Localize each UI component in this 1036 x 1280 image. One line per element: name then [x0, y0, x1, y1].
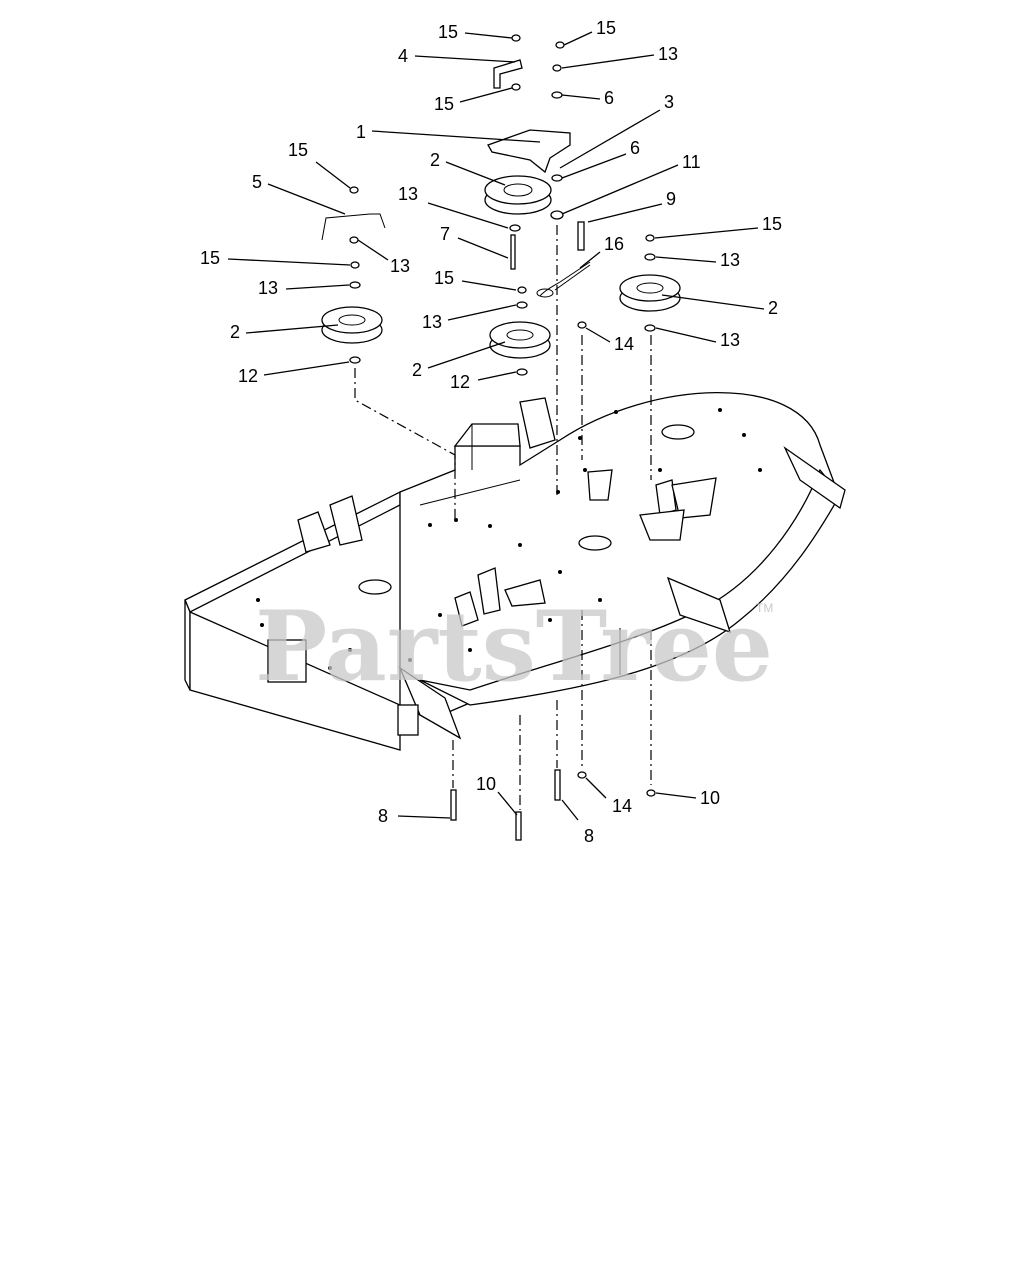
- callout-7: 7: [440, 224, 509, 259]
- svg-text:12: 12: [238, 366, 258, 386]
- idler-arm-bracket: [487, 129, 571, 174]
- svg-text:12: 12: [450, 372, 470, 392]
- callout-10: 10: [476, 774, 518, 816]
- callout-11: 11: [561, 152, 701, 215]
- svg-text:2: 2: [430, 150, 440, 170]
- callout-6: 6: [561, 88, 614, 108]
- assembly-centerlines: [354, 225, 652, 810]
- callout-6: 6: [561, 138, 640, 179]
- svg-text:11: 11: [682, 152, 701, 172]
- watermark-trademark: TM: [756, 601, 773, 615]
- callout-12: 12: [450, 371, 517, 392]
- svg-text:15: 15: [434, 94, 454, 114]
- callout-14: 14: [585, 327, 634, 354]
- callout-16: 16: [579, 234, 624, 269]
- callout-15: 15: [200, 248, 351, 268]
- svg-text:14: 14: [614, 334, 634, 354]
- svg-text:2: 2: [412, 360, 422, 380]
- svg-text:7: 7: [440, 224, 450, 244]
- svg-text:8: 8: [378, 806, 388, 826]
- callout-15: 15: [654, 214, 782, 239]
- idler-pulley-left: [321, 306, 383, 344]
- svg-text:13: 13: [398, 184, 418, 204]
- svg-text:6: 6: [630, 138, 640, 158]
- svg-text:15: 15: [596, 18, 616, 38]
- svg-text:15: 15: [438, 22, 458, 42]
- callout-13: 13: [422, 304, 517, 332]
- callout-2: 2: [430, 150, 506, 186]
- svg-text:6: 6: [604, 88, 614, 108]
- mower-deck-housing: [184, 392, 846, 751]
- callout-13: 13: [655, 327, 740, 350]
- watermark: PartsTree TM: [255, 590, 773, 703]
- callout-10: 10: [655, 788, 720, 808]
- svg-text:3: 3: [664, 92, 674, 112]
- svg-text:13: 13: [390, 256, 410, 276]
- callout-14: 14: [585, 777, 632, 816]
- callout-4: 4: [398, 46, 516, 66]
- svg-text:8: 8: [584, 826, 594, 846]
- bolt-parts: [450, 221, 585, 841]
- callout-2: 2: [230, 322, 339, 342]
- svg-text:2: 2: [768, 298, 778, 318]
- callout-15: 15: [563, 18, 616, 46]
- callout-13: 13: [258, 278, 350, 298]
- callout-8: 8: [378, 806, 451, 826]
- watermark-text: PartsTree: [255, 590, 773, 703]
- svg-text:15: 15: [762, 214, 782, 234]
- callout-13: 13: [398, 184, 509, 229]
- callout-5: 5: [252, 172, 346, 215]
- svg-text:14: 14: [612, 796, 632, 816]
- svg-text:10: 10: [700, 788, 720, 808]
- callout-15: 15: [288, 140, 351, 189]
- callout-3: 3: [559, 92, 674, 169]
- svg-text:13: 13: [720, 330, 740, 350]
- svg-text:2: 2: [230, 322, 240, 342]
- svg-text:9: 9: [666, 189, 676, 209]
- callout-12: 12: [238, 361, 350, 386]
- callout-8: 8: [561, 799, 594, 846]
- idler-pulley-center-low: [489, 321, 551, 359]
- pivot-pin-left: [321, 213, 386, 241]
- callout-15: 15: [434, 87, 513, 114]
- svg-text:15: 15: [288, 140, 308, 160]
- svg-text:13: 13: [658, 44, 678, 64]
- callout-15: 15: [438, 22, 513, 42]
- deck-arm-brackets: [297, 397, 717, 627]
- svg-text:13: 13: [720, 250, 740, 270]
- svg-text:4: 4: [398, 46, 408, 66]
- callouts: 15 15 4 13 15 6 3 1 6 15 2 11 5 9 13 15 …: [200, 18, 782, 846]
- pivot-pin-top: [493, 59, 523, 89]
- svg-text:13: 13: [422, 312, 442, 332]
- svg-text:15: 15: [434, 268, 454, 288]
- washer-and-nut-parts: [349, 34, 656, 797]
- callout-1: 1: [356, 122, 541, 143]
- idler-pulley-right: [619, 274, 681, 312]
- svg-text:1: 1: [356, 122, 366, 142]
- svg-text:15: 15: [200, 248, 220, 268]
- svg-text:10: 10: [476, 774, 496, 794]
- callout-15: 15: [434, 268, 517, 291]
- callout-13: 13: [357, 239, 410, 276]
- svg-text:16: 16: [604, 234, 624, 254]
- svg-text:5: 5: [252, 172, 262, 192]
- callout-13: 13: [655, 250, 740, 270]
- svg-text:13: 13: [258, 278, 278, 298]
- deck-mounting-holes: [256, 408, 762, 670]
- callout-9: 9: [587, 189, 676, 223]
- callout-2: 2: [412, 341, 506, 380]
- callout-13: 13: [561, 44, 678, 69]
- callout-2: 2: [661, 294, 778, 318]
- extension-spring: [536, 261, 591, 298]
